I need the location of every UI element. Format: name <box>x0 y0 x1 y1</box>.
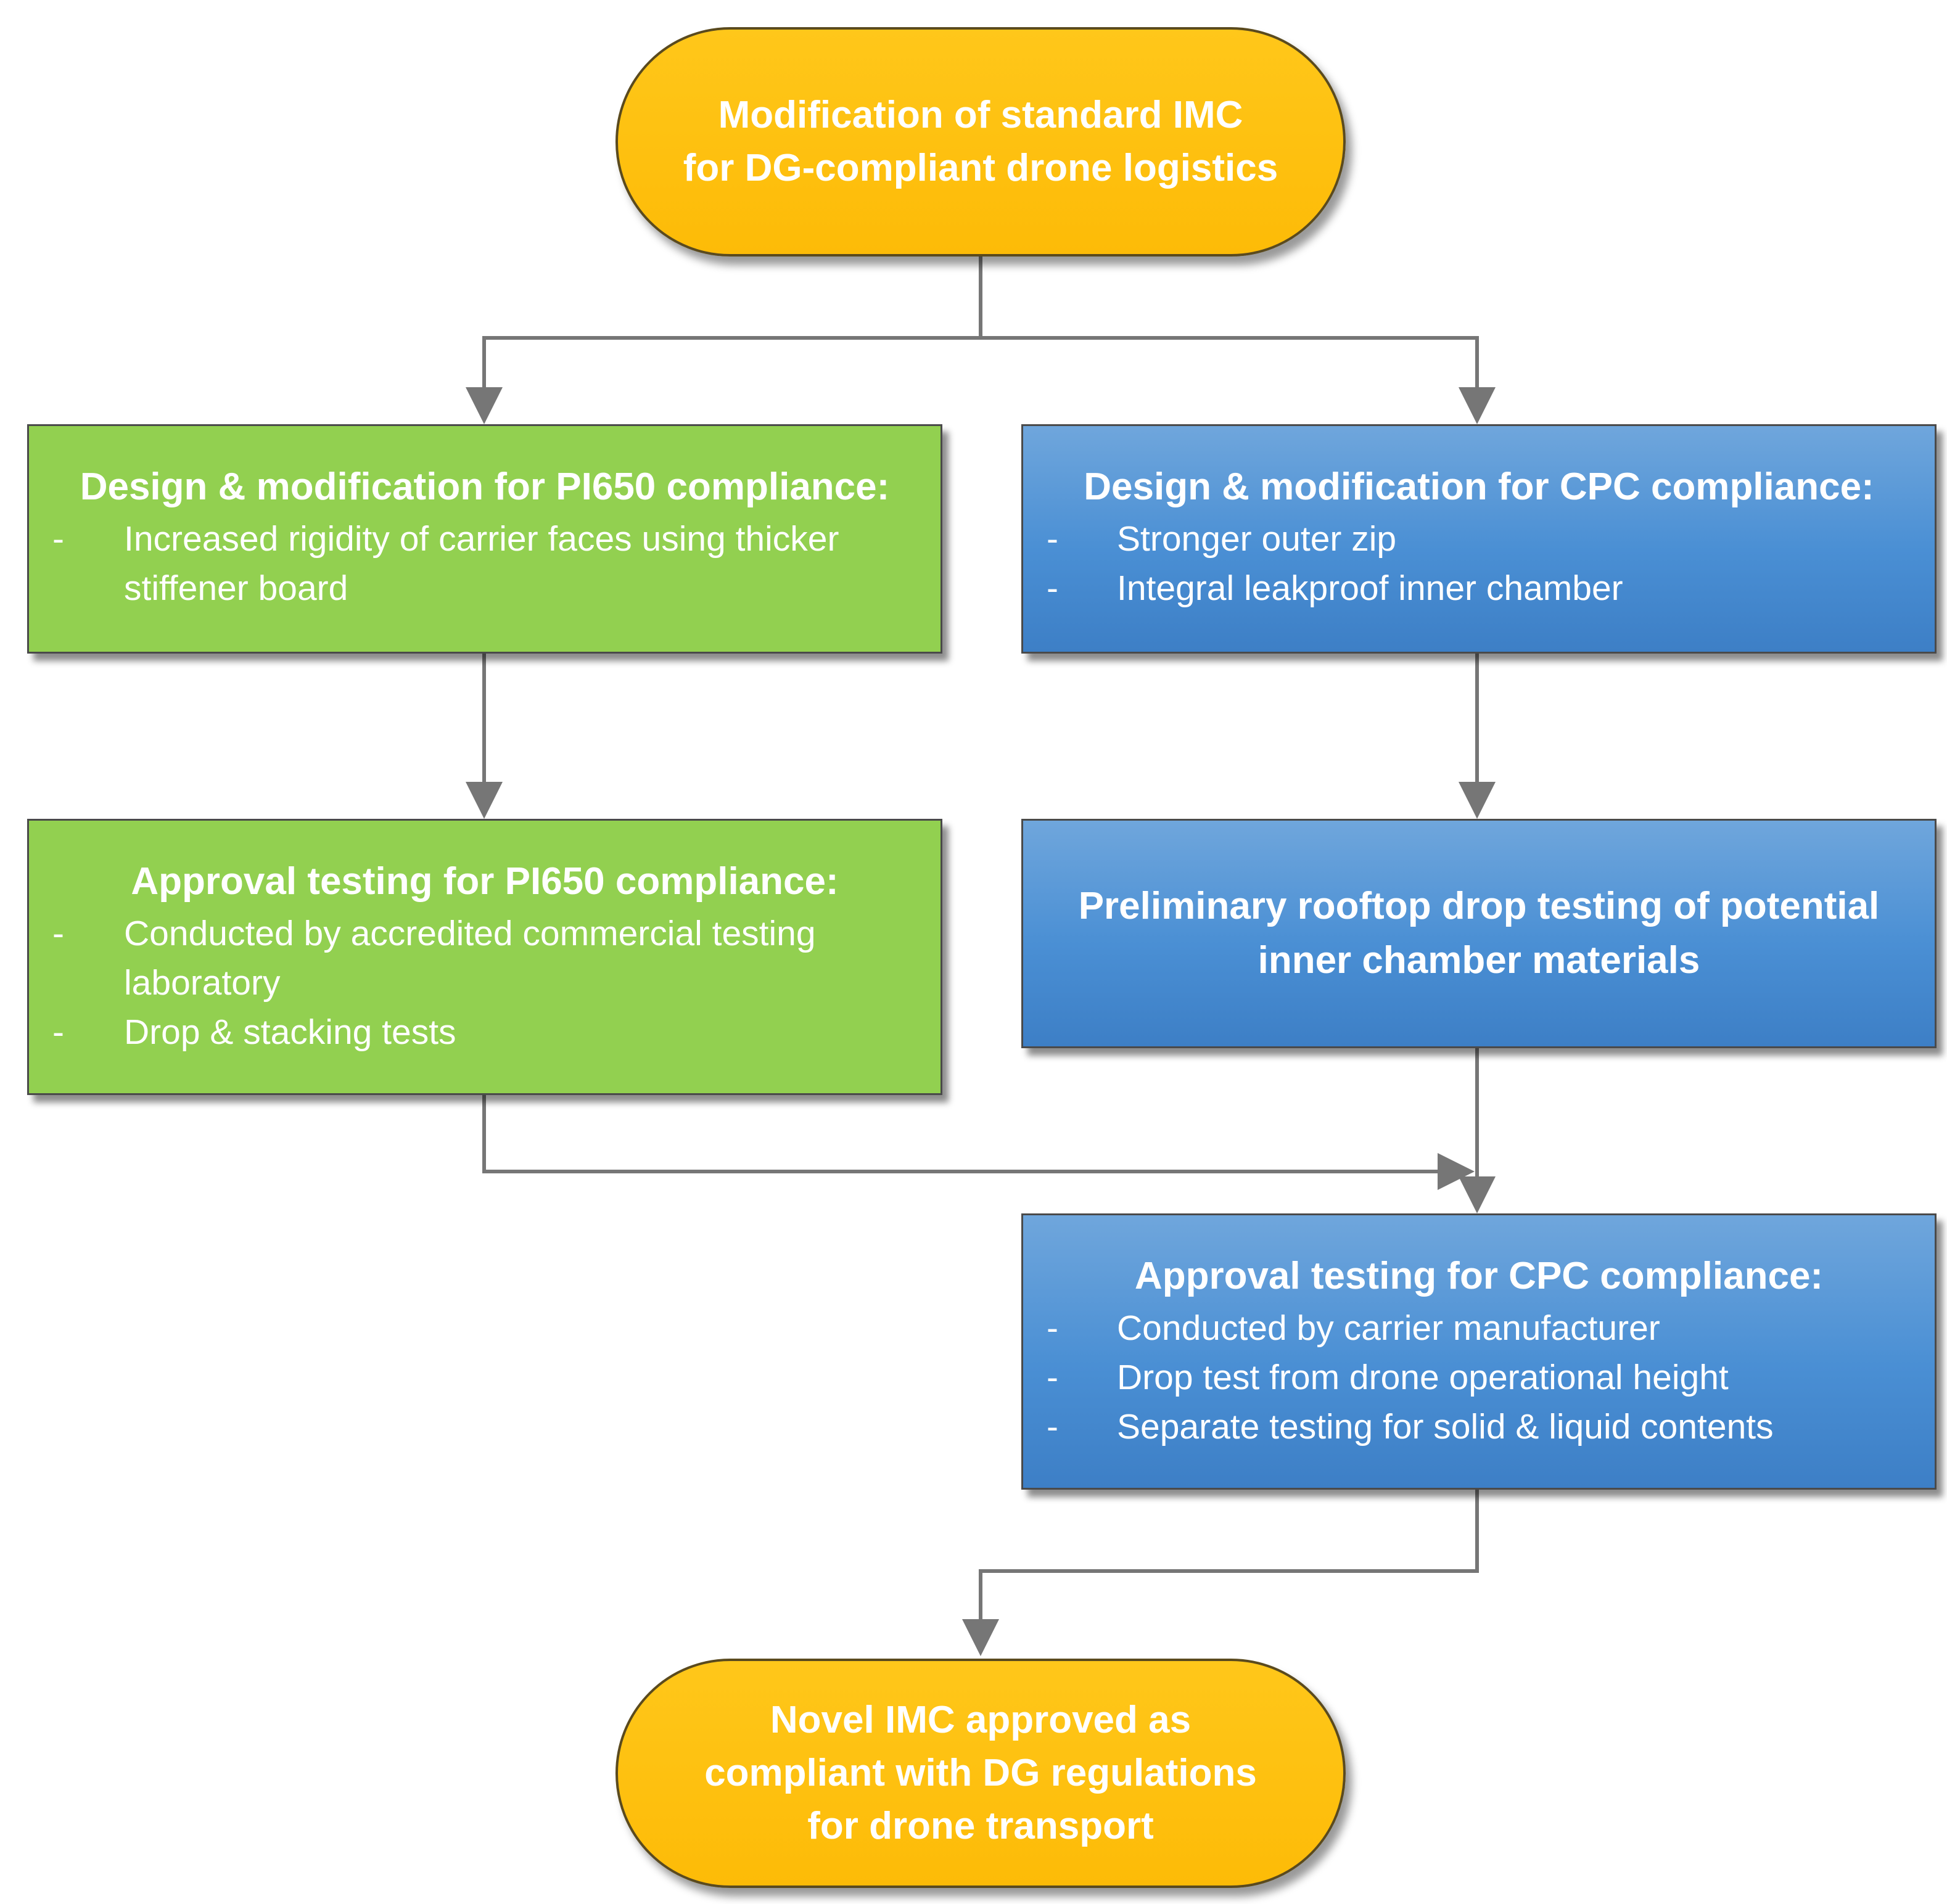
connector-branch-to-cpc-design <box>981 336 1496 424</box>
cpc-testing-list: Conducted by carrier manufacturer Drop t… <box>1023 1303 1935 1451</box>
connector-pi650-testing-to-merge <box>482 1093 1475 1190</box>
list-item: Stronger outer zip <box>1023 514 1935 564</box>
end-text-line-3: for drone transport <box>807 1805 1154 1847</box>
list-item: Conducted by carrier manufacturer <box>1023 1303 1935 1353</box>
pi650-design-box: Design & modification for PI650 complian… <box>27 424 942 654</box>
cpc-testing-box: Approval testing for CPC compliance: Con… <box>1021 1213 1937 1490</box>
end-terminator: Novel IMC approved as compliant with DG … <box>615 1659 1346 1888</box>
connector-cpc-testing-to-end <box>962 1489 1479 1656</box>
cpc-design-title: Design & modification for CPC compliance… <box>1084 466 1874 508</box>
start-terminator: Modification of standard IMC for DG-comp… <box>615 27 1346 256</box>
list-item: Drop & stacking tests <box>29 1007 904 1057</box>
pi650-testing-title: Approval testing for PI650 compliance: <box>131 860 839 903</box>
list-item: Drop test from drone operational height <box>1023 1353 1935 1402</box>
list-item: Increased rigidity of carrier faces usin… <box>29 514 916 613</box>
rooftop-testing-line-1: Preliminary rooftop drop testing of pote… <box>1078 885 1880 927</box>
list-item: Separate testing for solid & liquid cont… <box>1023 1402 1935 1451</box>
start-text-line-2: for DG-compliant drone logistics <box>683 147 1278 189</box>
pi650-design-title: Design & modification for PI650 complian… <box>80 466 890 508</box>
start-text-line-1: Modification of standard IMC <box>718 94 1243 136</box>
cpc-design-list: Stronger outer zip Integral leakproof in… <box>1023 514 1935 613</box>
list-item: Integral leakproof inner chamber <box>1023 564 1935 613</box>
end-text-line-2: compliant with DG regulations <box>704 1752 1257 1794</box>
pi650-testing-list: Conducted by accredited commercial testi… <box>29 909 941 1057</box>
end-text-line-1: Novel IMC approved as <box>770 1699 1192 1741</box>
connector-branch-to-pi650-design <box>466 336 981 424</box>
pi650-design-list: Increased rigidity of carrier faces usin… <box>29 514 941 613</box>
cpc-design-box: Design & modification for CPC compliance… <box>1021 424 1937 654</box>
pi650-testing-box: Approval testing for PI650 compliance: C… <box>27 819 942 1095</box>
cpc-testing-title: Approval testing for CPC compliance: <box>1134 1255 1824 1297</box>
rooftop-testing-box: Preliminary rooftop drop testing of pote… <box>1021 819 1937 1048</box>
rooftop-testing-line-2: inner chamber materials <box>1258 939 1700 982</box>
list-item: Conducted by accredited commercial testi… <box>29 909 904 1007</box>
